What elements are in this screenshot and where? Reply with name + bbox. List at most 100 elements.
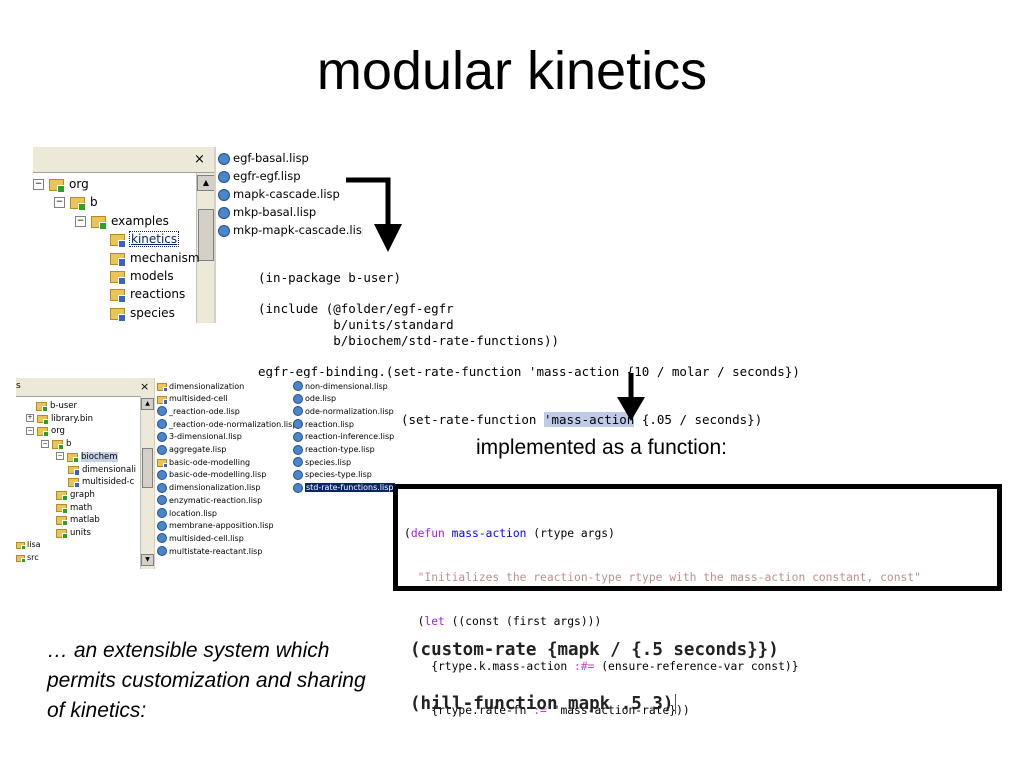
file-item[interactable]: species.lisp <box>293 457 351 468</box>
close-icon[interactable]: × <box>140 380 150 393</box>
tree-item-kinetics[interactable]: kinetics <box>96 231 180 249</box>
file-item[interactable]: egf-basal.lisp <box>218 151 309 165</box>
file-name: basic-ode-modelling <box>169 457 251 467</box>
folder-icon <box>110 306 126 322</box>
file-item[interactable]: ode.lisp <box>293 393 336 404</box>
green-badge-icon <box>42 431 49 438</box>
file-item[interactable]: mkp-mapk-cascade.lisp <box>218 223 363 237</box>
file-item[interactable]: mkp-basal.lisp <box>218 205 316 219</box>
file-item[interactable]: basic-ode-modelling <box>157 457 251 469</box>
tree-item-species[interactable]: species <box>96 306 175 322</box>
file-name: reaction-inference.lisp <box>305 432 395 442</box>
tree-item-units[interactable]: units <box>56 527 91 539</box>
collapse-toggle-icon[interactable]: − <box>41 439 49 448</box>
file-item[interactable]: multisided-cell <box>157 394 228 405</box>
collapse-toggle-icon[interactable]: − <box>26 426 34 435</box>
tree-item-org[interactable]: −org <box>26 425 65 438</box>
file-item[interactable]: reaction.lisp <box>293 419 354 430</box>
folder-icon <box>110 232 126 249</box>
collapse-toggle-icon[interactable]: − <box>75 215 86 227</box>
file-item[interactable]: basic-ode-modelling.lisp <box>157 469 266 480</box>
lisp-file-icon <box>157 469 167 480</box>
file-name: dimensionalization.lisp <box>169 483 261 493</box>
file-name: ode-normalization.lisp <box>305 406 394 416</box>
tree-item-models[interactable]: models <box>96 269 174 285</box>
tree-item-b-user[interactable]: b-user <box>36 400 78 412</box>
scroll-up-arrow-icon[interactable]: ▲ <box>197 175 215 191</box>
file-item[interactable]: non-dimensional.lisp <box>293 381 388 391</box>
green-badge-icon <box>57 444 64 451</box>
vertical-scrollbar[interactable]: ▲ <box>196 173 215 323</box>
lisp-file-icon <box>157 533 167 544</box>
root-item-src[interactable]: src <box>16 553 39 563</box>
tree-item-mechanism[interactable]: mechanism <box>96 251 200 267</box>
collapse-toggle-icon[interactable]: − <box>56 452 64 461</box>
file-name: multisided-cell <box>169 394 228 404</box>
tree-item-reactions[interactable]: reactions <box>96 287 186 304</box>
tree-item-label: units <box>70 528 91 538</box>
root-item-lisa[interactable]: lisa <box>16 540 41 550</box>
green-badge-icon <box>72 456 79 463</box>
lisp-file-icon <box>157 546 167 557</box>
blue-badge-icon <box>162 386 168 392</box>
mass-action-code: (defun mass-action (rtype args) "Initial… <box>404 526 921 718</box>
file-item[interactable]: multisided-cell.lisp <box>157 533 244 544</box>
file-item[interactable]: enzymatic-reaction.lisp <box>157 495 263 506</box>
tree-item-biochem[interactable]: −biochem <box>56 451 118 463</box>
lisp-file-icon <box>218 206 230 219</box>
green-badge-icon <box>61 532 68 539</box>
tree-item-multisided-c[interactable]: multisided-c <box>68 476 134 489</box>
scroll-thumb[interactable] <box>142 448 153 488</box>
vertical-scrollbar[interactable]: ▲ ▼ <box>140 396 154 569</box>
file-item[interactable]: _reaction-ode.lisp <box>157 406 240 417</box>
expand-toggle-icon[interactable]: + <box>26 414 34 423</box>
tree-item-label: dimensionali <box>82 464 136 475</box>
tree-item-label: b-user <box>50 401 78 411</box>
tree-item-org[interactable]: −org <box>33 177 89 193</box>
tree-item-math[interactable]: math <box>56 502 92 514</box>
scroll-up-arrow-icon[interactable]: ▲ <box>141 398 154 410</box>
file-item[interactable]: species-type.lisp <box>293 469 372 480</box>
file-item[interactable]: dimensionalization <box>157 381 245 392</box>
green-badge-icon <box>61 520 68 527</box>
tree-item-graph[interactable]: graph <box>56 489 95 501</box>
scroll-down-arrow-icon[interactable]: ▼ <box>141 554 154 566</box>
scroll-thumb[interactable] <box>198 209 214 261</box>
down-arrow-icon <box>346 177 402 252</box>
tree-item-b[interactable]: −b <box>54 195 98 212</box>
file-item[interactable]: egfr-egf.lisp <box>218 169 301 183</box>
lisp-file-icon <box>157 495 167 506</box>
file-name: dimensionalization <box>169 381 245 391</box>
file-item[interactable]: multistate-reactant.lisp <box>157 546 263 557</box>
file-item[interactable]: std-rate-functions.lisp <box>293 482 395 493</box>
collapse-toggle-icon[interactable]: − <box>33 179 44 190</box>
tree-item-label: library.bin <box>51 413 93 424</box>
folder-icon <box>56 514 68 527</box>
slide-title: modular kinetics <box>316 41 708 101</box>
file-name: multistate-reactant.lisp <box>169 546 263 556</box>
tree-item-examples[interactable]: −examples <box>75 214 169 230</box>
folder-icon <box>110 287 126 304</box>
blue-badge-icon <box>162 399 168 405</box>
file-item[interactable]: reaction-type.lisp <box>293 444 375 455</box>
file-item[interactable]: _reaction-ode-normalization.lisp <box>157 419 297 430</box>
file-item[interactable]: 3-dimensional.lisp <box>157 431 242 442</box>
file-item[interactable]: aggregate.lisp <box>157 444 226 455</box>
file-item[interactable]: dimensionalization.lisp <box>157 482 261 493</box>
folder-icon <box>91 214 107 230</box>
file-item[interactable]: mapk-cascade.lisp <box>218 187 340 201</box>
tree-item-library.bin[interactable]: + library.bin <box>26 413 93 425</box>
collapse-toggle-icon[interactable]: − <box>54 197 65 209</box>
tree-item-matlab[interactable]: matlab <box>56 514 100 527</box>
file-item[interactable]: ode-normalization.lisp <box>293 406 394 417</box>
tree-item-label: reactions <box>130 287 186 302</box>
tree-item-b[interactable]: −b <box>41 438 71 451</box>
tree-item-dimensionali[interactable]: dimensionali <box>68 464 136 476</box>
file-item[interactable]: location.lisp <box>157 508 217 518</box>
close-icon[interactable]: × <box>194 152 205 167</box>
file-name: enzymatic-reaction.lisp <box>169 495 263 505</box>
file-item[interactable]: membrane-apposition.lisp <box>157 520 274 531</box>
file-name: reaction-type.lisp <box>305 445 375 454</box>
file-item[interactable]: reaction-inference.lisp <box>293 431 395 442</box>
lisp-file-icon <box>157 419 167 430</box>
